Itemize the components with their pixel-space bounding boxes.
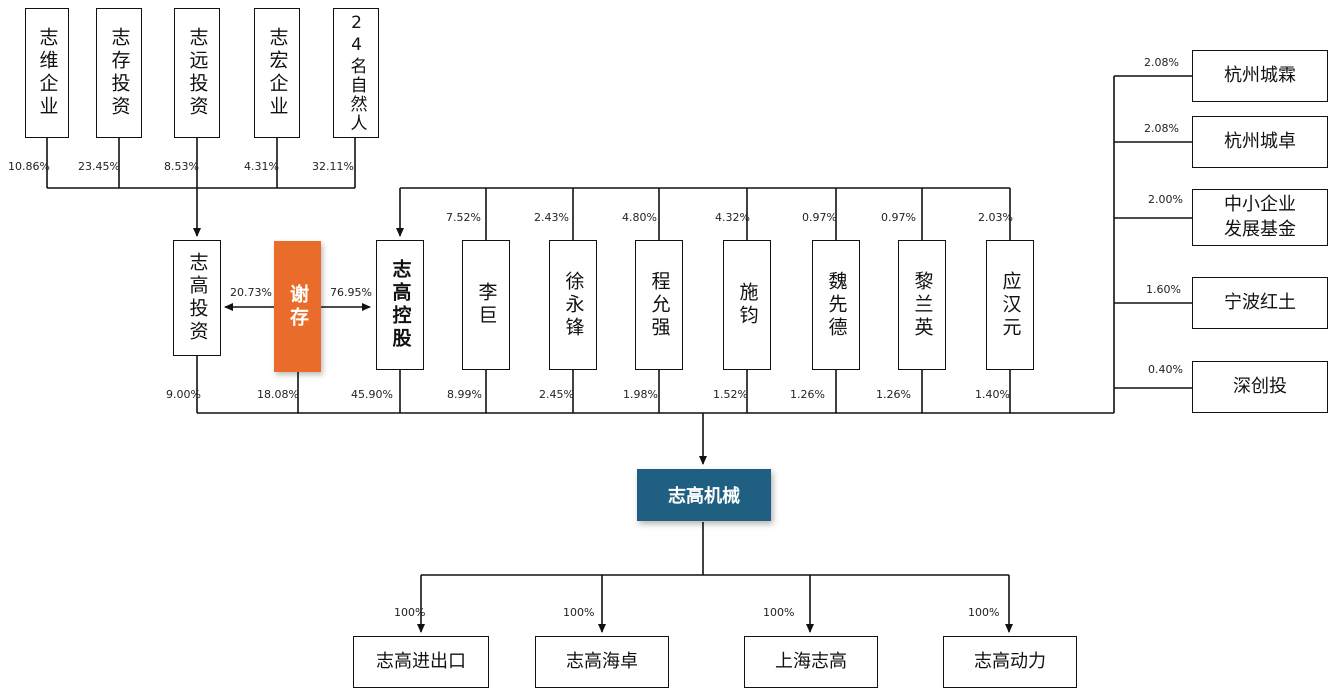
person-shi-jun-box: 施钧 (723, 240, 771, 370)
pct-wei-xiande-konggu: 0.97% (802, 211, 837, 224)
sub-shanghai-box: 上海志高 (744, 636, 878, 688)
pct-shi-jun-konggu: 4.32% (715, 211, 750, 224)
pct-cheng-yunqiang-machinery: 1.98% (623, 388, 658, 401)
holder-sme-fund-box: 中小企业 发展基金 (1192, 189, 1328, 246)
pct-li-lanying-konggu: 0.97% (881, 211, 916, 224)
holder-zhicun-box: 志存投资 (96, 8, 142, 138)
pct-zhihong: 4.31% (244, 160, 279, 173)
pct-xu-yongfeng-konggu: 2.43% (534, 211, 569, 224)
holder-zhiyuan-label: 志远投资 (186, 27, 209, 119)
pct-li-ju-konggu: 7.52% (446, 211, 481, 224)
pct-zhiwei: 10.86% (8, 160, 50, 173)
pct-xu-yongfeng-machinery: 2.45% (539, 388, 574, 401)
holder-persons24-box: 24名自然人 (333, 8, 379, 138)
person-shi-jun-label: 施钧 (736, 282, 759, 328)
holder-zhiyuan-box: 志远投资 (174, 8, 220, 138)
pct-ying-hanyuan-machinery: 1.40% (975, 388, 1010, 401)
pct-sub-haizhuo: 100% (563, 606, 595, 619)
pct-hz-chengzhuo: 2.08% (1144, 122, 1179, 135)
sub-power-box: 志高动力 (943, 636, 1077, 688)
holder-sme-fund-label: 中小企业 发展基金 (1224, 194, 1296, 240)
holder-nb-hongtu-box: 宁波红土 (1192, 277, 1328, 329)
sub-import-export-box: 志高进出口 (353, 636, 489, 688)
zhigao-konggu-box: 志高控股 (376, 240, 424, 370)
holder-hz-chenglin-box: 杭州城霖 (1192, 50, 1328, 102)
holder-nb-hongtu-label: 宁波红土 (1224, 291, 1296, 313)
pct-zhicun: 23.45% (78, 160, 120, 173)
pct-shi-jun-machinery: 1.52% (713, 388, 748, 401)
person-li-lanying-label: 黎兰英 (911, 270, 934, 340)
pct-zhiyuan: 8.53% (164, 160, 199, 173)
pct-hz-chenglin: 2.08% (1144, 56, 1179, 69)
pct-xiecun-to-konggu: 76.95% (330, 286, 372, 299)
pct-sub-shanghai: 100% (763, 606, 795, 619)
holder-zhihong-box: 志宏企业 (254, 8, 300, 138)
person-cheng-yunqiang-box: 程允强 (635, 240, 683, 370)
pct-touzi-machinery: 9.00% (166, 388, 201, 401)
sub-import-export-label: 志高进出口 (376, 650, 466, 672)
sub-haizhuo-label: 志高海卓 (566, 650, 638, 672)
person-xu-yongfeng-label: 徐永锋 (562, 270, 585, 340)
person-li-lanying-box: 黎兰英 (898, 240, 946, 370)
holder-hz-chengzhuo-box: 杭州城卓 (1192, 116, 1328, 168)
sub-haizhuo-box: 志高海卓 (535, 636, 669, 688)
pct-nb-hongtu: 1.60% (1146, 283, 1181, 296)
pct-shenchuangtou: 0.40% (1148, 363, 1183, 376)
pct-sub-power: 100% (968, 606, 1000, 619)
holder-hz-chengzhuo-label: 杭州城卓 (1224, 130, 1296, 152)
person-cheng-yunqiang-label: 程允强 (648, 270, 671, 340)
pct-xiecun-to-touzi: 20.73% (230, 286, 272, 299)
zhigao-touzi-box: 志高投资 (173, 240, 221, 356)
sub-shanghai-label: 上海志高 (775, 650, 847, 672)
pct-wei-xiande-machinery: 1.26% (790, 388, 825, 401)
pct-li-ju-machinery: 8.99% (447, 388, 482, 401)
machinery-label: 志高机械 (668, 486, 740, 507)
holder-zhihong-label: 志宏企业 (266, 27, 289, 119)
xiecun-label: 谢存 (287, 283, 309, 330)
pct-sme-fund: 2.00% (1148, 193, 1183, 206)
pct-cheng-yunqiang-konggu: 4.80% (622, 211, 657, 224)
person-wei-xiande-box: 魏先德 (812, 240, 860, 370)
pct-ying-hanyuan-konggu: 2.03% (978, 211, 1013, 224)
person-li-ju-box: 李巨 (462, 240, 510, 370)
pct-persons24: 32.11% (312, 160, 354, 173)
person-li-ju-label: 李巨 (475, 282, 498, 328)
person-ying-hanyuan-box: 应汉元 (986, 240, 1034, 370)
zhigao-touzi-label: 志高投资 (186, 252, 209, 344)
person-wei-xiande-label: 魏先德 (825, 270, 848, 340)
pct-li-lanying-machinery: 1.26% (876, 388, 911, 401)
zhigao-konggu-label: 志高控股 (389, 259, 412, 351)
holder-zhiwei-box: 志维企业 (25, 8, 69, 138)
holder-shenchuangtou-label: 深创投 (1233, 375, 1287, 397)
holder-shenchuangtou-box: 深创投 (1192, 361, 1328, 413)
pct-xiecun-machinery: 18.08% (257, 388, 299, 401)
holder-zhiwei-label: 志维企业 (36, 27, 59, 119)
holder-persons24-label: 24名自然人 (346, 13, 367, 133)
holder-hz-chenglin-label: 杭州城霖 (1224, 64, 1296, 86)
pct-sub-import-export: 100% (394, 606, 426, 619)
machinery-box: 志高机械 (637, 469, 771, 521)
pct-konggu-machinery: 45.90% (351, 388, 393, 401)
person-ying-hanyuan-label: 应汉元 (999, 270, 1022, 340)
xiecun-box: 谢存 (274, 241, 321, 372)
person-xu-yongfeng-box: 徐永锋 (549, 240, 597, 370)
sub-power-label: 志高动力 (974, 650, 1046, 672)
holder-zhicun-label: 志存投资 (108, 27, 131, 119)
